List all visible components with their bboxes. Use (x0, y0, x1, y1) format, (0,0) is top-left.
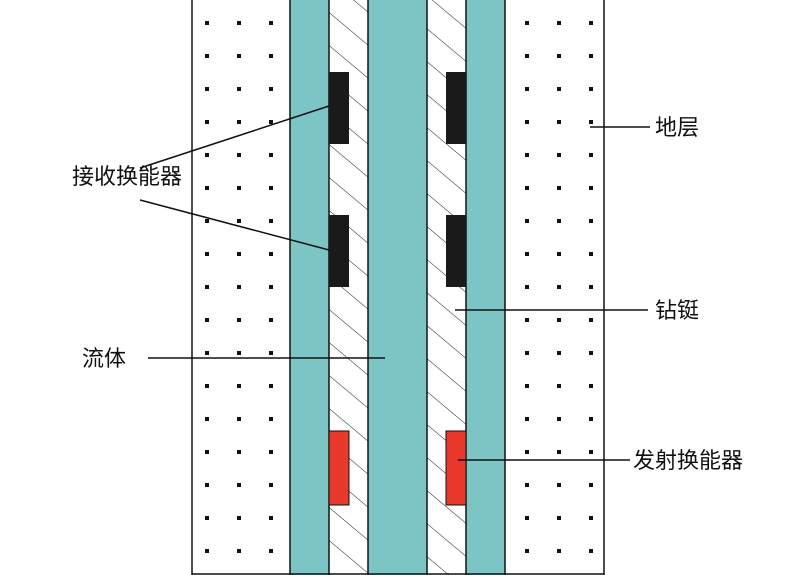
fluid-label: 流体 (82, 347, 126, 372)
formation-left (192, 0, 290, 575)
receiver-label: 接收换能器 (72, 165, 182, 190)
central-fluid (368, 0, 427, 575)
annulus-fluid-right (466, 0, 505, 575)
transmitter-right (445, 430, 467, 506)
receiver-left-1 (329, 72, 349, 144)
receiver-right-2 (446, 215, 466, 287)
leader-lines (139, 105, 650, 461)
receiver-right-1 (446, 72, 466, 144)
formation-label: 地层 (655, 116, 699, 141)
formation-right (505, 0, 604, 575)
receiver-left-2 (329, 215, 349, 287)
transmitter-left (328, 430, 350, 506)
transmitter-label: 发射换能器 (633, 449, 743, 474)
drill-collar-label: 钻铤 (655, 299, 699, 324)
annulus-fluid-left (290, 0, 329, 575)
